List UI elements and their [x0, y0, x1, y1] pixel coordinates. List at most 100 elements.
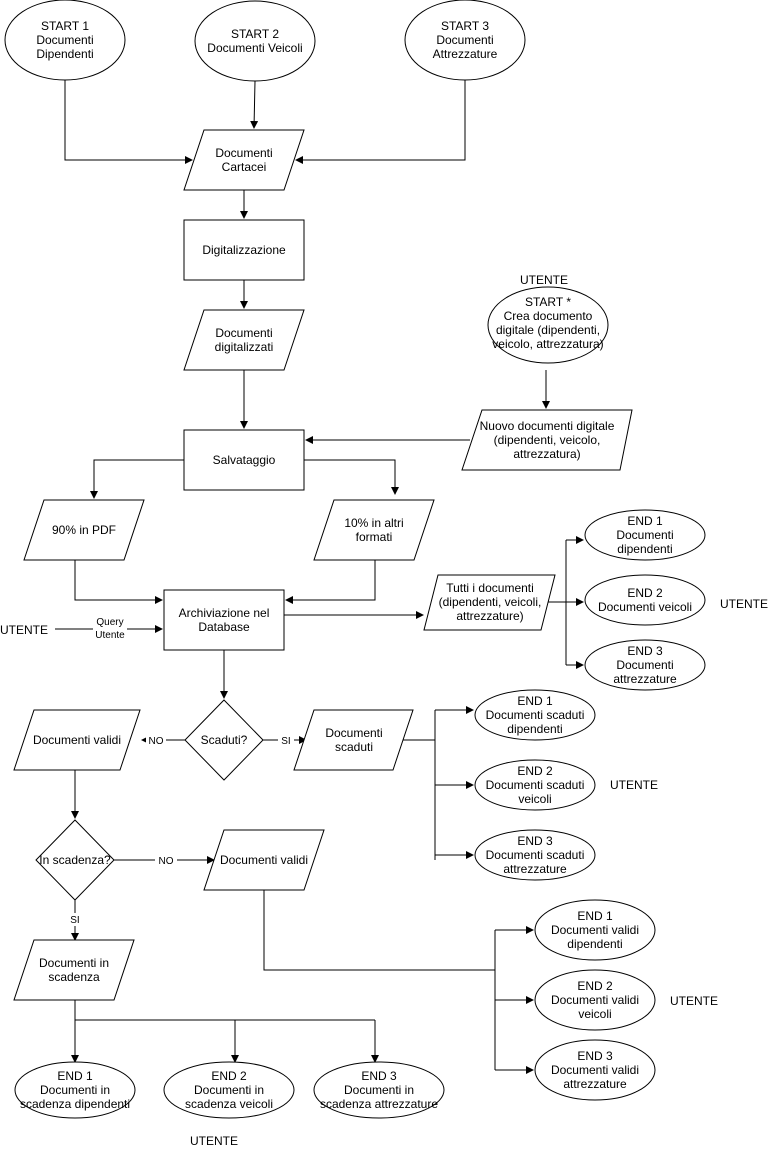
pdf-text: 90% in PDF [52, 523, 116, 537]
end2-val-line-2: Documenti validi [551, 993, 639, 1007]
end3-tutti-ellipse [584, 639, 706, 691]
edge-inscaddoc-down [74, 1000, 375, 1021]
validi2-line-1: Documenti validi [220, 853, 308, 867]
start-user-line-1: START * [525, 295, 571, 309]
end2-inscad-ellipse [163, 1061, 295, 1119]
end2-tutti-line-2: Documenti veicoli [598, 600, 692, 614]
tutti-parallelogram [423, 574, 556, 631]
archiviazione-rect [163, 589, 285, 651]
edge-start2-cartacei [250, 80, 259, 129]
utente-scaduti-label: UTENTE [610, 778, 658, 792]
end3-inscad-line-2: Documenti in [344, 1083, 414, 1097]
validi1-text: Documenti validi [33, 733, 121, 747]
start-user-ellipse [487, 286, 609, 364]
end3-tutti-line-1: END 3 [627, 644, 663, 658]
end3-inscad-ellipse [313, 1061, 445, 1119]
digitalizzazione-line-1: Digitalizzazione [202, 243, 286, 257]
end1-val-ellipse [534, 899, 656, 961]
scaduti-q-line-1: Scaduti? [201, 733, 248, 747]
utente-tutti-label: UTENTE [720, 597, 768, 611]
nuovo-digitale-parallelogram [461, 409, 633, 471]
end2-inscad-line-3: scadenza veicoli [185, 1097, 273, 1111]
start1-ellipse [4, 0, 126, 81]
start-user-line-3: digitale (dipendenti, [496, 323, 600, 337]
si1-label: SI [281, 736, 290, 747]
utente-top-label: UTENTE [520, 273, 568, 287]
no2-label-bg [155, 854, 177, 867]
inscad-doc-parallelogram [13, 939, 135, 1001]
end1-inscad-line-3: scadenza dipendenti [20, 1097, 130, 1111]
end1-inscad-ellipse [14, 1061, 136, 1119]
edge-pdf-archiviazione [74, 560, 163, 604]
end2-val-line-3: veicoli [578, 1007, 611, 1021]
inscad-diamond [35, 819, 115, 901]
end1-tutti-ellipse [584, 509, 706, 561]
start1-line-1: START 1 [41, 19, 89, 33]
end3-scad-ellipse [474, 829, 596, 881]
inscad-doc-line-2: scadenza [48, 970, 100, 984]
end3-scad-line-2: Documenti scaduti [486, 848, 585, 862]
edge-salvataggio-pdf [90, 459, 184, 499]
start-user-line-4: veicolo, attrezzatura) [492, 337, 603, 351]
end2-scad-line-2: Documenti scaduti [486, 778, 585, 792]
validi2-text: Documenti validi [220, 853, 308, 867]
start1-line-2: Documenti [36, 33, 93, 47]
end1-tutti-line-2: Documenti [616, 528, 673, 542]
scaduti-doc-line-2: scaduti [335, 740, 373, 754]
end2-scad-line-3: veicoli [518, 792, 551, 806]
free-labels: UTENTE UTENTE UTENTE UTENTE UTENTE UTENT… [0, 273, 768, 1148]
end2-val-ellipse [534, 969, 656, 1031]
nuovo-digitale-line-2: (dipendenti, veicolo, [494, 433, 601, 447]
query-label-bg [93, 615, 127, 641]
validi2-parallelogram [203, 829, 325, 891]
si2-label: SI [70, 915, 79, 926]
salvataggio-rect [183, 429, 305, 491]
tutti-line-2: (dipendenti, veicoli, [439, 595, 542, 609]
altri-line-2: formati [356, 530, 393, 544]
end1-inscad-line-1: END 1 [57, 1069, 93, 1083]
salvataggio-text: Salvataggio [213, 453, 276, 467]
query-label-line1: Query [96, 617, 123, 628]
start2-ellipse [194, 0, 316, 82]
edge-salvataggio-altri [304, 459, 399, 495]
altri-line-1: 10% in altri [344, 516, 403, 530]
start3-line-3: Attrezzature [433, 47, 498, 61]
end2-tutti-ellipse [584, 574, 706, 626]
end2-inscad-line-2: Documenti in [194, 1083, 264, 1097]
end2-tutti-line-1: END 2 [627, 586, 663, 600]
edge-altri-archiviazione [285, 560, 376, 604]
edge-label-backgrounds [67, 615, 294, 926]
cartacei-line-2: Cartacei [222, 160, 267, 174]
utente-validi-label: UTENTE [670, 994, 718, 1008]
end3-val-ellipse [534, 1039, 656, 1101]
archiviazione-line-2: Database [198, 620, 250, 634]
digitalizzazione-text: Digitalizzazione [202, 243, 286, 257]
digitalizzati-parallelogram [183, 309, 305, 371]
cartacei-parallelogram [183, 129, 305, 191]
utente-bottom-label: UTENTE [190, 1134, 238, 1148]
si1-label-bg [278, 734, 294, 747]
pdf-line-1: 90% in PDF [52, 523, 116, 537]
end3-tutti-line-3: attrezzature [613, 672, 677, 686]
edge-validi2-branch [263, 890, 495, 971]
nuovo-digitale-line-1: Nuovo documenti digitale [480, 419, 615, 433]
end3-scad-line-1: END 3 [517, 834, 553, 848]
salvataggio-line-1: Salvataggio [213, 453, 276, 467]
end1-scad-line-2: Documenti scaduti [486, 708, 585, 722]
end1-scad-line-3: dipendenti [507, 722, 562, 736]
start1-line-3: Dipendenti [36, 47, 93, 61]
end1-tutti-line-1: END 1 [627, 514, 663, 528]
start2-line-2: Documenti Veicoli [207, 41, 302, 55]
digitalizzati-line-2: digitalizzati [215, 340, 274, 354]
